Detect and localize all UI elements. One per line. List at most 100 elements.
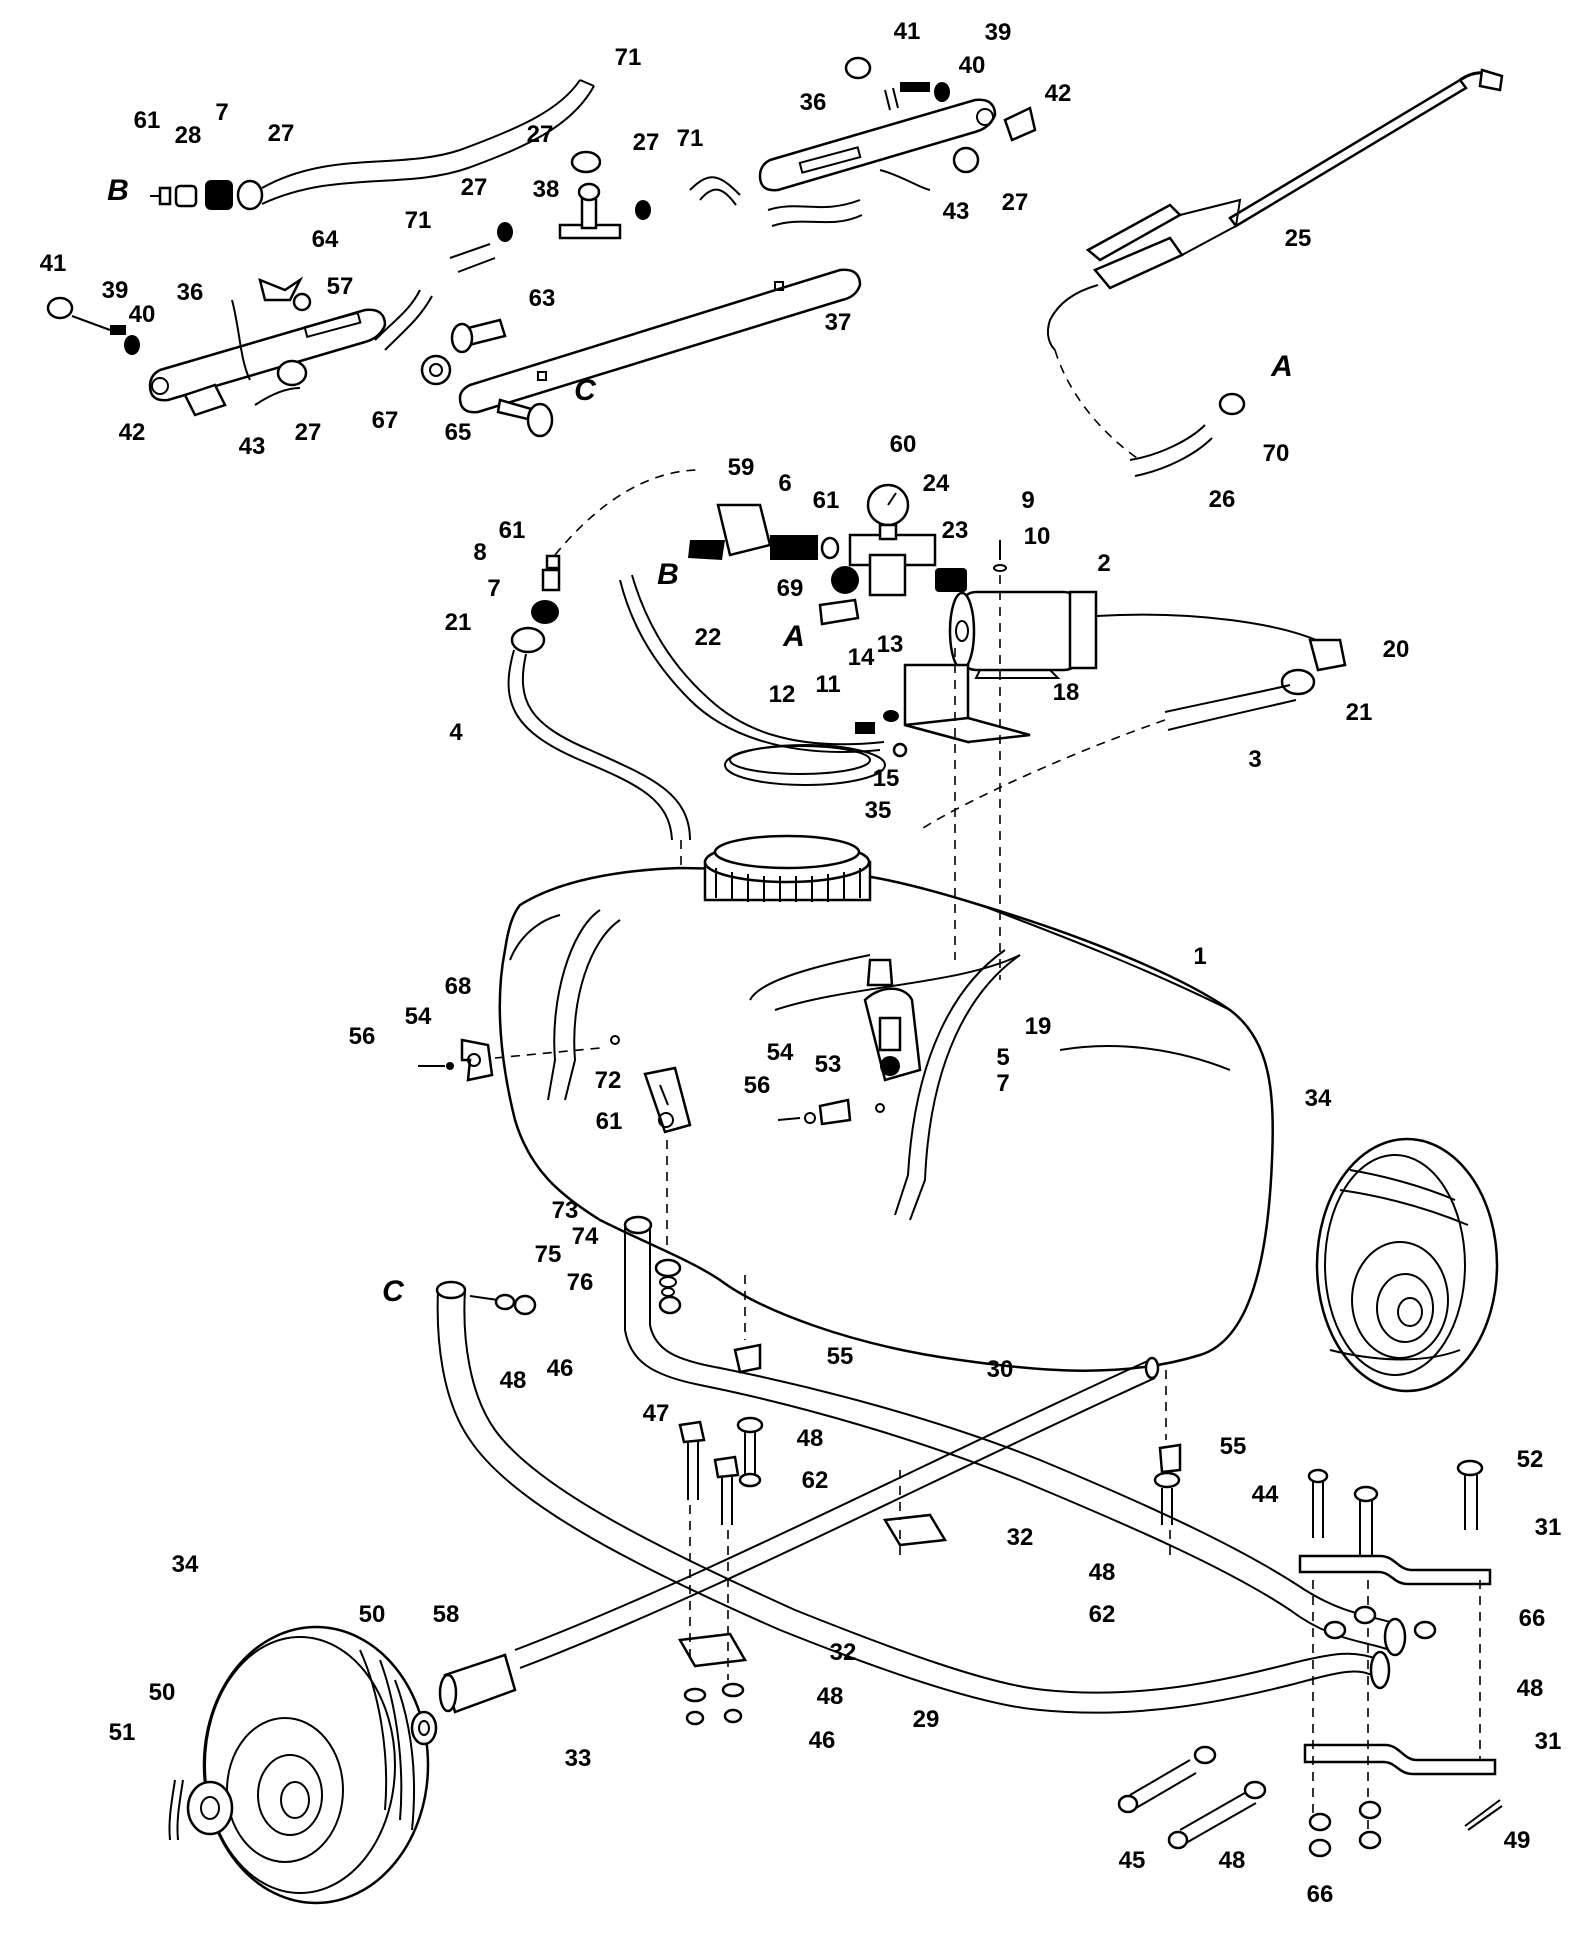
spray-gun-assembly [1046,68,1504,477]
connection-letter-a: A [782,620,805,653]
callout-48: 48 [1089,1559,1116,1586]
callout-9: 9 [1021,487,1034,514]
callout-57: 57 [327,273,354,300]
callout-27: 27 [461,174,488,201]
callout-2: 2 [1097,550,1110,577]
callout-61: 61 [134,107,161,134]
callout-13: 13 [877,631,904,658]
callout-71: 71 [615,44,642,71]
callout-22: 22 [695,624,722,651]
callout-3: 3 [1248,746,1261,773]
callout-61: 61 [499,517,526,544]
callout-64: 64 [312,226,339,253]
callout-67: 67 [372,407,399,434]
callout-38: 38 [533,176,560,203]
callout-48: 48 [1219,1847,1246,1874]
callout-12: 12 [769,681,796,708]
callout-75: 75 [535,1241,562,1268]
callout-21: 21 [445,609,472,636]
callout-48: 48 [500,1367,527,1394]
callout-32: 32 [830,1639,857,1666]
callout-55: 55 [827,1343,854,1370]
callout-39: 39 [102,277,129,304]
callout-62: 62 [802,1467,829,1494]
callout-25: 25 [1285,225,1312,252]
callout-51: 51 [109,1719,136,1746]
callout-43: 43 [239,433,266,460]
callout-30: 30 [987,1356,1014,1383]
callout-42: 42 [1045,80,1072,107]
callout-35: 35 [865,797,892,824]
callout-48: 48 [817,1683,844,1710]
callout-50: 50 [359,1601,386,1628]
callout-72: 72 [595,1067,622,1094]
callout-62: 62 [1089,1601,1116,1628]
callout-26: 26 [1209,486,1236,513]
callout-69: 69 [777,575,804,602]
callout-29: 29 [913,1706,940,1733]
callout-71: 71 [405,207,432,234]
callout-61: 61 [813,487,840,514]
callout-1: 1 [1193,943,1206,970]
callout-48: 48 [797,1425,824,1452]
callout-49: 49 [1504,1827,1531,1854]
callout-74: 74 [572,1223,599,1250]
callout-14: 14 [848,644,875,671]
connection-letter-b: B [657,558,679,591]
callout-41: 41 [40,250,67,277]
callout-34: 34 [172,1551,199,1578]
callout-31: 31 [1535,1514,1562,1541]
callout-68: 68 [445,973,472,1000]
callout-43: 43 [943,198,970,225]
callout-18: 18 [1053,679,1080,706]
callout-37: 37 [825,309,852,336]
right-wheel [1315,1137,1499,1393]
callout-46: 46 [547,1355,574,1382]
frame-assembly [435,1215,1503,1858]
callout-36: 36 [800,89,827,116]
callout-65: 65 [445,419,472,446]
callout-39: 39 [985,19,1012,46]
callout-66: 66 [1307,1881,1334,1908]
callout-48: 48 [1517,1675,1544,1702]
callout-7: 7 [996,1070,1009,1097]
callout-24: 24 [923,470,950,497]
callout-36: 36 [177,279,204,306]
callout-58: 58 [433,1601,460,1628]
left-wheel [168,1625,438,1905]
callout-47: 47 [643,1400,670,1427]
callout-7: 7 [215,99,228,126]
callout-73: 73 [552,1197,579,1224]
callout-32: 32 [1007,1524,1034,1551]
upper-left-hose-assembly [46,56,1037,438]
callout-54: 54 [405,1003,432,1030]
connection-letter-a: A [1270,350,1293,383]
callout-50: 50 [149,1679,176,1706]
callout-71: 71 [677,125,704,152]
callout-52: 52 [1517,1446,1544,1473]
callout-53: 53 [815,1051,842,1078]
callout-40: 40 [129,301,156,328]
callout-45: 45 [1119,1847,1146,1874]
callout-46: 46 [809,1727,836,1754]
callout-33: 33 [565,1745,592,1772]
callout-5: 5 [996,1044,1009,1071]
callout-76: 76 [567,1269,594,1296]
callout-31: 31 [1535,1728,1562,1755]
callout-70: 70 [1263,440,1290,467]
callout-42: 42 [119,419,146,446]
callout-44: 44 [1252,1481,1279,1508]
callout-10: 10 [1024,523,1051,550]
callout-27: 27 [633,129,660,156]
callout-54: 54 [767,1039,794,1066]
callout-20: 20 [1383,636,1410,663]
callout-6: 6 [778,470,791,497]
connection-letter-c: C [382,1275,405,1308]
callout-56: 56 [349,1023,376,1050]
callout-27: 27 [268,120,295,147]
callout-28: 28 [175,122,202,149]
tank-body [418,575,1274,1474]
connection-letter-c: C [574,374,597,407]
pump-manifold-assembly [507,469,1347,875]
